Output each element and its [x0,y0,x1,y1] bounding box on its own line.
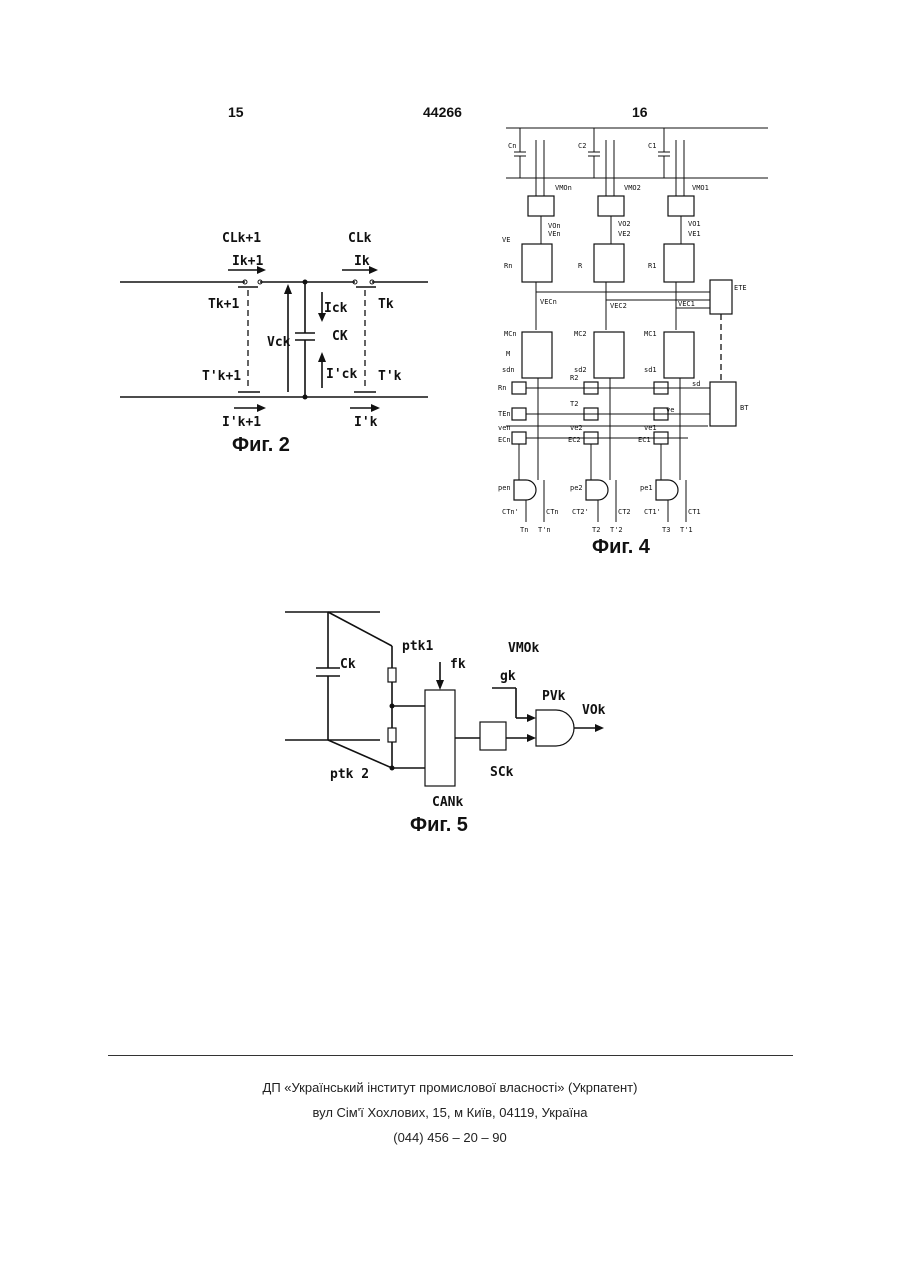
document-number: 44266 [423,104,462,120]
fig4-label-ct2: CT2 [618,508,631,516]
fig4-label-pen: pen [498,484,511,492]
footer-address: вул Сім'ї Хохлових, 15, м Київ, 04119, У… [0,1105,900,1120]
fig2-label-tpk1: T'k+1 [202,369,241,384]
fig4-label-vmo1: VMO1 [692,184,709,192]
fig4-label-vmon: VMOn [555,184,572,192]
fig4-label-pe1: pe1 [640,484,653,492]
fig4-label-sd1: sd1 [644,366,657,374]
fig4-label-vecn: VECn [540,298,557,306]
fig4-label-vo1: VO1 [688,220,701,228]
fig4-label-cn: Cn [508,142,516,150]
fig4-label-m: M [506,350,510,358]
fig4-caption: Фиг. 4 [592,536,650,559]
fig5-label-ptk2: ptk 2 [330,767,369,782]
footer-publisher: ДП «Український інститут промислової вла… [0,1080,900,1095]
fig2-label-ipk1: I'k+1 [222,415,261,430]
fig4-label-ec2: EC2 [568,436,581,444]
fig4-label-ecn: ECn [498,436,511,444]
fig4-label-sdn: sdn [502,366,515,374]
fig4-label-ten: TEn [498,410,511,418]
fig4-label-tpn: T'n [538,526,551,534]
fig4-label-bt: BT [740,404,749,412]
fig5-label-ptk1: ptk1 [402,639,433,654]
fig4-label-ve1s: ve1 [644,424,657,432]
fig2-label-ipk: I'k [354,415,378,430]
fig5-label-pvk: PVk [542,689,566,704]
fig4-label-ete: ETE [734,284,747,292]
fig2-label-tk: Tk [378,297,394,312]
fig5-label-cank: CANk [432,795,463,810]
fig4-label-t3: T3 [662,526,670,534]
fig4-label-rn: Rn [504,262,512,270]
fig4-label-c2: C2 [578,142,586,150]
fig2-diagram: CLk+1 CLk Ik+1 Ik Tk+1 Tk Ick CK Vck I'c… [110,220,440,435]
fig4-label-von: VOn [548,222,561,230]
fig5-label-gk: gk [500,669,516,684]
fig4-label-t2b: T2 [592,526,600,534]
fig4-diagram: Cn C2 C1 VMOn VMO2 VMO1 VOn VO2 VO1 VEn … [498,120,783,540]
fig4-label-ctn: CTn [546,508,559,516]
page-number-right: 16 [632,104,648,120]
fig4-label-vmo2: VMO2 [624,184,641,192]
page-number-left: 15 [228,104,244,120]
fig4-label-ec1: EC1 [638,436,651,444]
fig2-label-vck: Vck [267,335,291,350]
fig4-label-ve2s: ve2 [570,424,583,432]
fig4-label-mcn: MCn [504,330,517,338]
fig4-label-r2: R2 [570,374,578,382]
fig4-label-ct1p: CT1' [644,508,661,516]
fig5-label-vmok: VMOk [508,641,539,656]
fig2-label-clk1: CLk+1 [222,231,261,246]
fig4-label-sd: sd [692,380,700,388]
fig4-label-r: R [578,262,583,270]
fig4-label-tn: Tn [520,526,528,534]
fig2-label-tk1: Tk+1 [208,297,239,312]
fig4-label-ves: ve [666,406,674,414]
fig2-label-ck: CK [332,329,348,344]
fig4-label-ve1: VE1 [688,230,701,238]
fig5-label-ck: Ck [340,657,356,672]
fig4-label-r1: R1 [648,262,656,270]
fig2-label-ipck: I'ck [326,367,357,382]
fig4-label-ct1: CT1 [688,508,701,516]
fig4-label-t2: T2 [570,400,578,408]
fig4-label-mc1: MC1 [644,330,657,338]
fig4-label-vo2: VO2 [618,220,631,228]
fig4-label-ve: VE [502,236,510,244]
fig5-label-vok: VOk [582,703,606,718]
fig4-label-tp1: T'1 [680,526,693,534]
fig4-label-pe2: pe2 [570,484,583,492]
fig4-label-mc2: MC2 [574,330,587,338]
fig2-label-ick: Ick [324,301,348,316]
fig4-label-tp2: T'2 [610,526,623,534]
fig4-label-vec2: VEC2 [610,302,627,310]
fig4-label-ve2: VE2 [618,230,631,238]
fig2-label-tpk: T'k [378,369,402,384]
fig4-label-vec1: VEC1 [678,300,695,308]
fig2-label-ik1: Ik+1 [232,254,263,269]
fig2-caption: Фиг. 2 [232,434,290,457]
fig4-label-sd2: sd2 [574,366,587,374]
fig4-label-ven: VEn [548,230,561,238]
fig4-label-ctnp: CTn' [502,508,519,516]
fig5-caption: Фиг. 5 [410,814,468,837]
fig2-label-ik: Ik [354,254,370,269]
footer-phone: (044) 456 – 20 – 90 [0,1130,900,1145]
fig4-label-c1: C1 [648,142,656,150]
fig5-label-fk: fk [450,657,466,672]
fig2-label-clk: CLk [348,231,372,246]
fig4-label-ct2p: CT2' [572,508,589,516]
fig5-label-sck: SCk [490,765,514,780]
fig4-label-rn2: Rn [498,384,506,392]
fig5-diagram: Ck ptk1 ptk 2 fk VMOk gk PVk VOk SCk CAN… [280,600,640,815]
footer-divider [108,1055,793,1056]
fig4-label-ven2: ven [498,424,511,432]
